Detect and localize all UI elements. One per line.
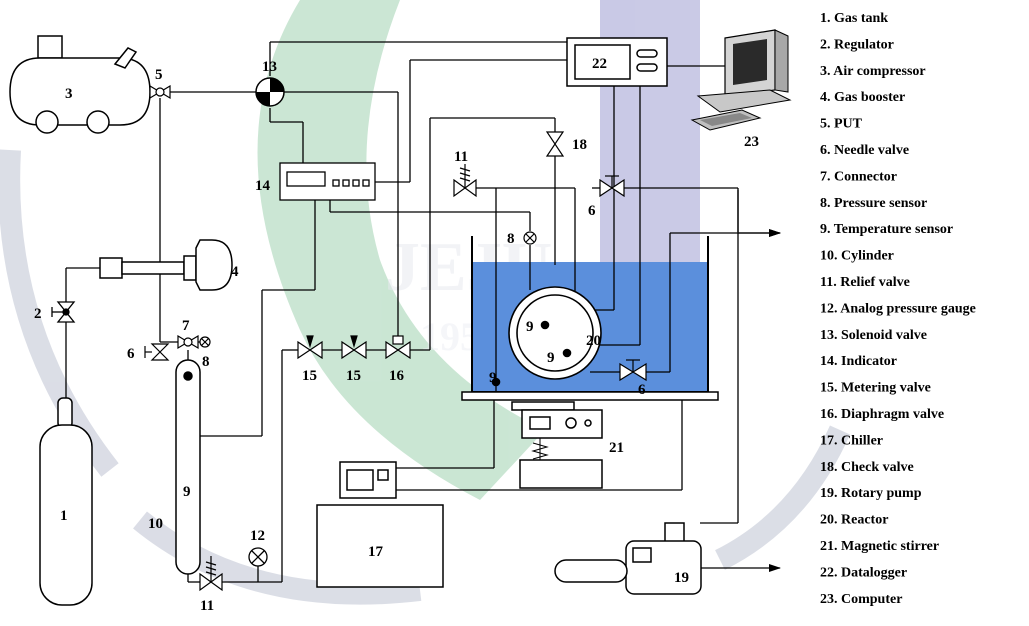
chiller xyxy=(316,461,444,588)
label-8-reactor: 8 xyxy=(507,231,515,247)
label-5: 5 xyxy=(155,67,163,83)
label-21: 21 xyxy=(609,440,624,456)
label-9-reactor-lower: 9 xyxy=(547,350,555,366)
watermark-green-band xyxy=(257,0,545,500)
legend-item: 16. Diaphragm valve xyxy=(820,407,944,422)
label-10: 10 xyxy=(148,516,163,532)
cylinder xyxy=(175,359,201,575)
needle-valve-left xyxy=(144,343,170,361)
legend-item: 21. Magnetic stirrer xyxy=(820,539,939,554)
label-15-second: 15 xyxy=(346,368,361,384)
legend-item: 2. Regulator xyxy=(820,37,894,52)
computer xyxy=(690,29,792,131)
pressure-sensor-reactor xyxy=(523,231,537,245)
legend-item: 19. Rotary pump xyxy=(820,486,922,501)
pressure-sensor-cylinder xyxy=(199,336,211,348)
label-9-cylinder: 9 xyxy=(183,484,191,500)
legend-item: 10. Cylinder xyxy=(820,249,894,264)
label-2: 2 xyxy=(34,306,42,322)
legend-item: 12. Analog pressure gauge xyxy=(820,301,976,316)
legend-item: 4. Gas booster xyxy=(820,90,905,105)
label-19: 19 xyxy=(674,570,689,586)
legend-item: 1. Gas tank xyxy=(820,11,888,26)
label-20: 20 xyxy=(586,333,601,349)
metering-valve-2 xyxy=(341,335,367,360)
legend-item: 18. Check valve xyxy=(820,460,914,475)
label-14: 14 xyxy=(255,178,271,194)
relief-valve-bottom xyxy=(199,556,223,592)
label-9-bath: 9 xyxy=(489,370,497,386)
legend-item: 20. Reactor xyxy=(820,513,888,528)
label-6-bath: 6 xyxy=(638,382,646,398)
legend-item: 23. Computer xyxy=(820,592,902,607)
legend-item: 13. Solenoid valve xyxy=(820,328,927,343)
label-9-reactor-upper: 9 xyxy=(526,319,534,335)
legend-item: 9. Temperature sensor xyxy=(820,222,953,237)
connector xyxy=(177,334,199,350)
label-6-left: 6 xyxy=(127,346,135,362)
gas-booster xyxy=(99,239,233,291)
gas-tank xyxy=(39,397,93,606)
legend-item: 6. Needle valve xyxy=(820,143,909,158)
analog-pressure-gauge xyxy=(248,547,268,567)
relief-valve-top xyxy=(453,164,477,198)
air-compressor xyxy=(9,35,151,134)
label-11-bottom: 11 xyxy=(200,598,214,614)
needle-valve-bath xyxy=(619,359,647,382)
rotary-pump xyxy=(554,522,702,595)
regulator xyxy=(51,301,76,323)
label-23: 23 xyxy=(744,134,759,150)
label-16: 16 xyxy=(389,368,405,384)
legend-item: 11. Relief valve xyxy=(820,275,910,290)
watermark-right-arc xyxy=(714,425,851,570)
legend-item: 3. Air compressor xyxy=(820,64,926,79)
label-7: 7 xyxy=(182,318,190,334)
label-18: 18 xyxy=(572,137,587,153)
metering-valve-1 xyxy=(297,335,323,360)
label-11-top: 11 xyxy=(454,149,468,165)
legend-item: 5. PUT xyxy=(820,117,863,132)
label-6-top: 6 xyxy=(588,203,596,219)
label-17: 17 xyxy=(368,544,384,560)
needle-valve-top xyxy=(599,175,625,198)
label-1: 1 xyxy=(60,508,68,524)
label-22: 22 xyxy=(592,56,607,72)
bath-base xyxy=(461,391,719,401)
magnetic-stirrer xyxy=(511,401,603,489)
component-legend: 1. Gas tank 2. Regulator 3. Air compressor… xyxy=(820,11,976,607)
legend-item: 17. Chiller xyxy=(820,433,883,448)
diaphragm-valve xyxy=(385,335,411,360)
label-13: 13 xyxy=(262,59,277,75)
reactor xyxy=(491,286,602,387)
legend-item: 14. Indicator xyxy=(820,354,897,369)
legend-item: 7. Connector xyxy=(820,169,897,184)
check-valve xyxy=(545,131,565,157)
put-valve xyxy=(149,84,171,100)
legend-item: 8. Pressure sensor xyxy=(820,196,927,211)
label-8-cylinder: 8 xyxy=(202,354,210,370)
datalogger xyxy=(566,37,668,87)
indicator xyxy=(279,162,376,201)
label-4: 4 xyxy=(231,264,239,280)
label-3: 3 xyxy=(65,86,73,102)
solenoid-valve xyxy=(255,77,285,107)
label-15-first: 15 xyxy=(302,368,317,384)
legend-item: 22. Datalogger xyxy=(820,565,907,580)
legend-item: 15. Metering valve xyxy=(820,381,931,396)
label-12: 12 xyxy=(250,528,265,544)
